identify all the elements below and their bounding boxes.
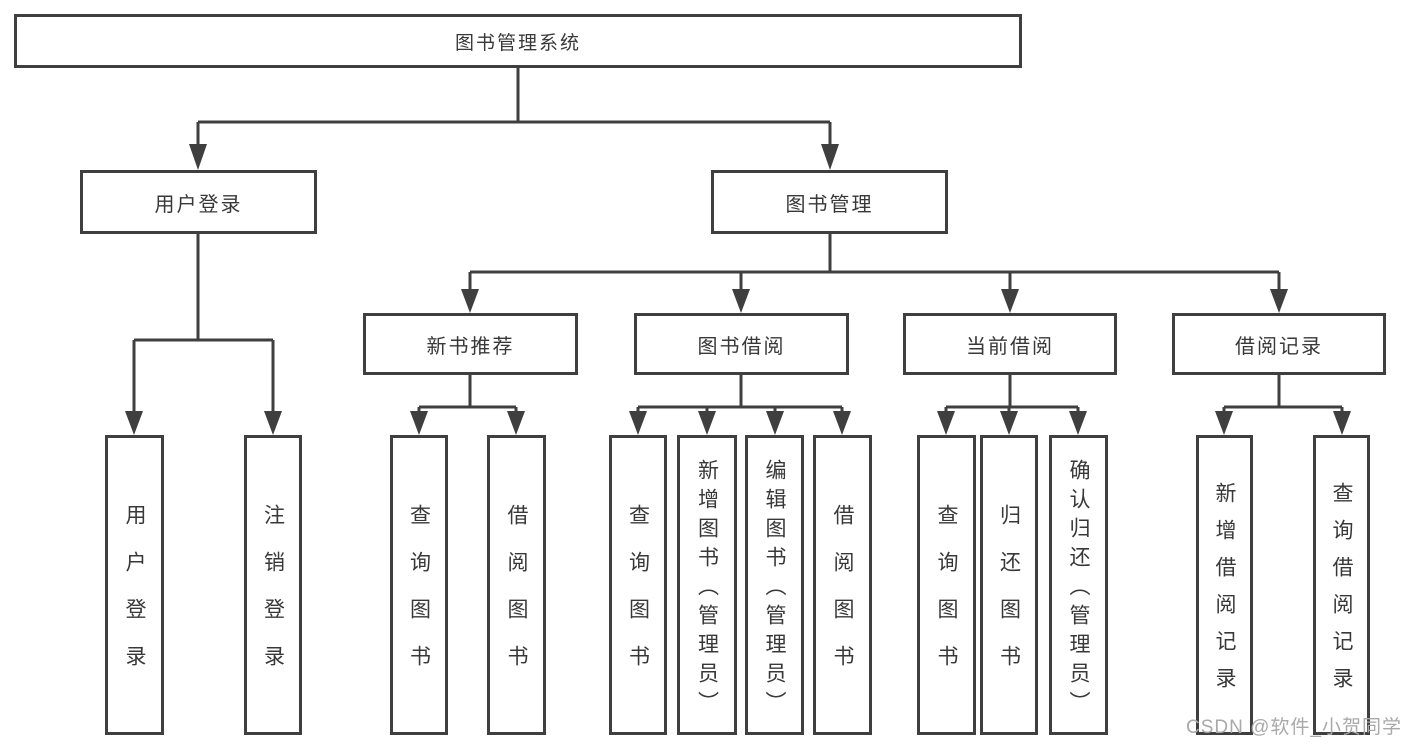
leaf-current-confirm-return-admin: 确认归还（管理员） <box>1049 435 1108 735</box>
leaf-records-search-record: 查询借阅记录 <box>1313 435 1370 735</box>
node-label: 图书管理 <box>785 193 874 216</box>
node-label: 当前借阅 <box>966 335 1054 358</box>
leaf-login: 用户登录 <box>105 435 164 735</box>
leaf-borrow-add-books-admin: 新增图书（管理员） <box>677 435 737 735</box>
leaf-label: 查询图书 <box>626 504 650 692</box>
leaf-label: 查询图书 <box>935 504 959 692</box>
leaf-records-add-record: 新增借阅记录 <box>1196 435 1253 735</box>
watermark: CSDN @软件_小贺同学 <box>1186 717 1402 738</box>
node-label: 新书推荐 <box>426 335 515 358</box>
leaf-current-search-books: 查询图书 <box>917 435 976 735</box>
leaf-label: 查询图书 <box>407 504 431 692</box>
leaf-label: 注销登录 <box>261 504 285 692</box>
node-new-book-recommendation: 新书推荐 <box>363 313 578 375</box>
leaf-borrow-edit-books-admin: 编辑图书（管理员） <box>745 435 804 735</box>
node-book-borrowing: 图书借阅 <box>634 313 849 375</box>
leaf-label: 查询借阅记录 <box>1330 482 1354 704</box>
leaf-label: 归还图书 <box>997 504 1021 692</box>
leaf-label: 用户登录 <box>123 504 147 692</box>
leaf-borrow-borrow-books: 借阅图书 <box>813 435 872 735</box>
node-borrowing-records: 借阅记录 <box>1172 313 1386 375</box>
leaf-current-return-books: 归还图书 <box>980 435 1038 735</box>
node-label: 图书借阅 <box>697 335 786 358</box>
node-label: 图书管理系统 <box>454 32 581 54</box>
leaf-recommend-search-books: 查询图书 <box>390 435 448 735</box>
node-current-borrowing: 当前借阅 <box>903 313 1117 375</box>
leaf-label: 新增借阅记录 <box>1213 482 1237 704</box>
node-label: 借阅记录 <box>1235 335 1323 358</box>
node-user-login: 用户登录 <box>80 170 317 234</box>
leaf-borrow-search-books: 查询图书 <box>609 435 667 735</box>
node-label: 用户登录 <box>154 193 243 216</box>
leaf-recommend-borrow-books: 借阅图书 <box>487 435 546 735</box>
node-library-management-system: 图书管理系统 <box>14 14 1022 68</box>
leaf-label: 确认归还（管理员） <box>1067 458 1091 720</box>
node-book-management: 图书管理 <box>711 170 948 234</box>
leaf-label: 新增图书（管理员） <box>695 458 719 720</box>
leaf-label: 借阅图书 <box>505 504 529 692</box>
leaf-logout: 注销登录 <box>244 435 302 735</box>
connector-paths <box>132 68 1344 415</box>
leaf-label: 借阅图书 <box>831 504 855 692</box>
leaf-label: 编辑图书（管理员） <box>763 458 787 720</box>
arrowheads <box>125 144 1351 435</box>
